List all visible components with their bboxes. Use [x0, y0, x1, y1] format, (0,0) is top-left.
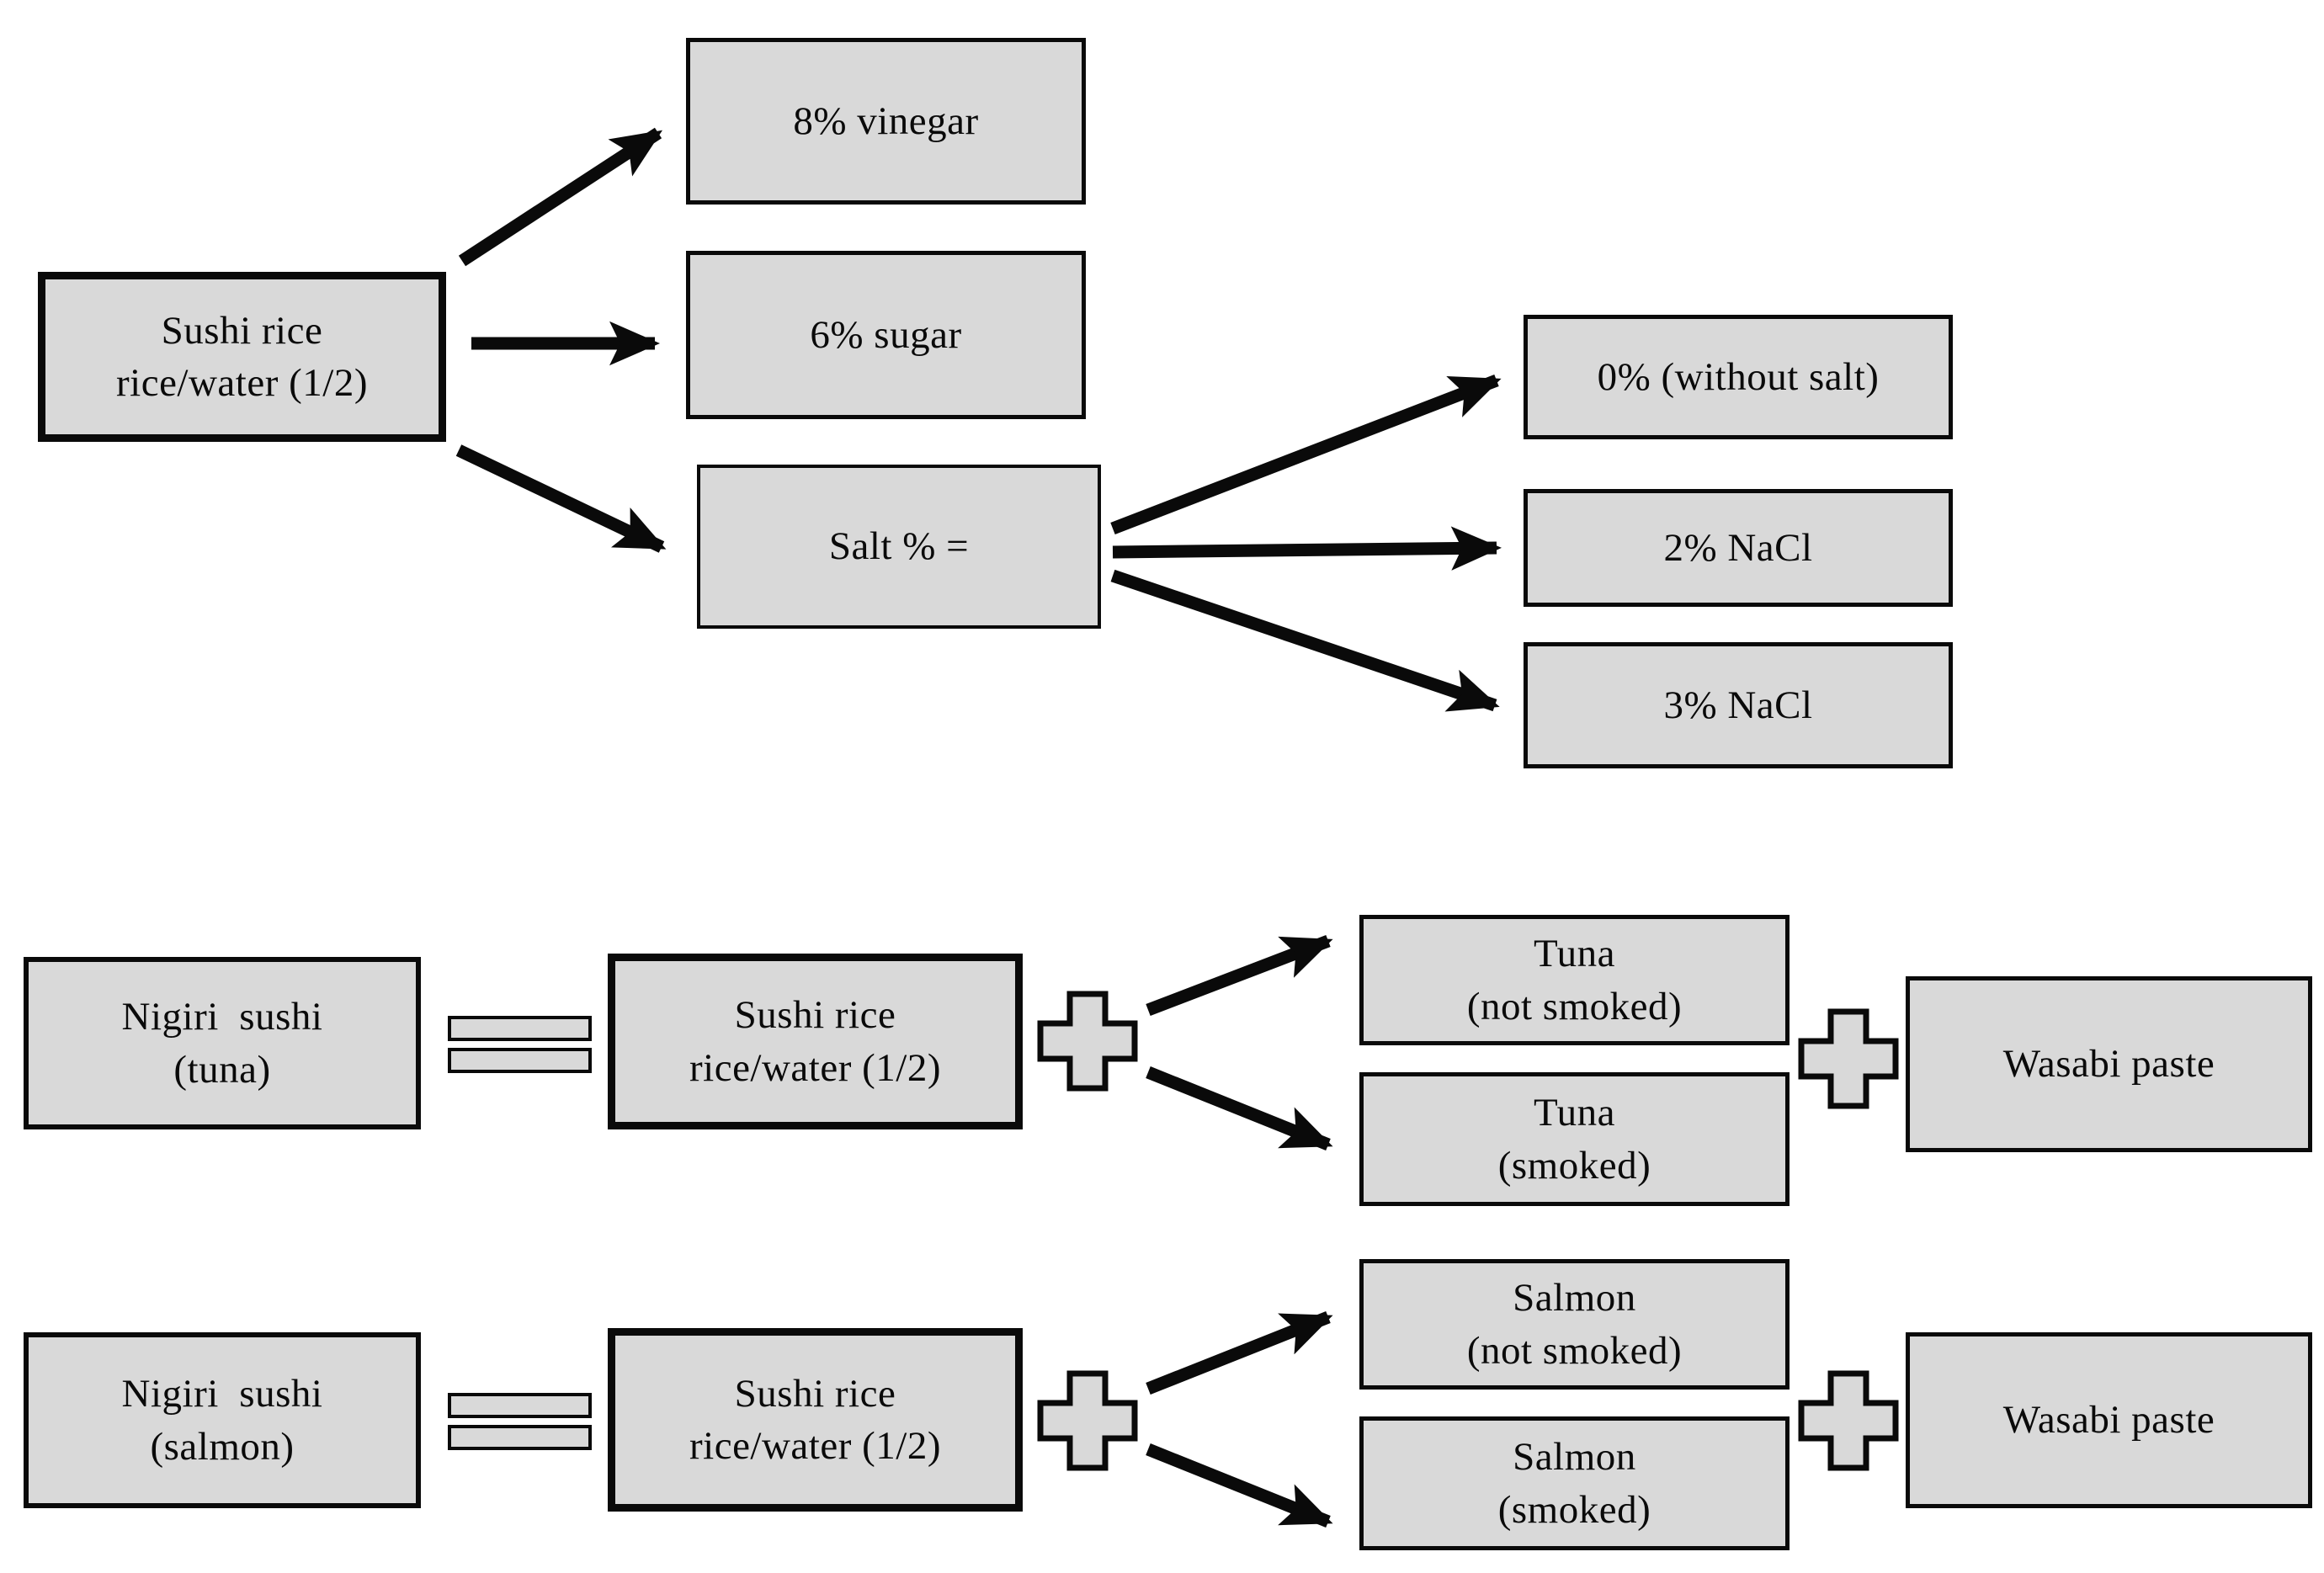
- node-label: Salt % =: [828, 524, 970, 569]
- node-salt: Salt % =: [697, 465, 1101, 629]
- plus-icon: [1798, 1008, 1899, 1109]
- node-label: Salmon (smoked): [1497, 1435, 1651, 1532]
- node-label: Tuna (smoked): [1497, 1091, 1651, 1188]
- node-salt-3pct: 3% NaCl: [1524, 642, 1953, 768]
- arrow-salt-to-2pct: [1112, 526, 1502, 571]
- node-label: 8% vinegar: [793, 98, 979, 143]
- node-nigiri-salmon: Nigiri sushi (salmon): [24, 1332, 421, 1508]
- equals-icon: [448, 1425, 592, 1450]
- node-tuna-not-smoked: Tuna (not smoked): [1359, 915, 1790, 1045]
- node-label: Nigiri sushi (salmon): [121, 1372, 323, 1469]
- node-label: 0% (without salt): [1597, 354, 1880, 399]
- node-label: 2% NaCl: [1663, 525, 1813, 570]
- node-wasabi-tuna: Wasabi paste: [1906, 976, 2312, 1152]
- arrow-root-to-salt: [455, 444, 667, 553]
- node-label: 6% sugar: [810, 312, 962, 357]
- node-label: Tuna (not smoked): [1466, 932, 1683, 1028]
- node-vinegar: 8% vinegar: [686, 38, 1086, 205]
- arrow-plus-to-tuna-smoked: [1146, 1066, 1333, 1151]
- node-label: Sushi rice rice/water (1/2): [689, 1371, 941, 1468]
- arrow-root-to-vinegar: [458, 127, 663, 267]
- node-label: Wasabi paste: [2002, 1042, 2215, 1087]
- node-wasabi-salmon: Wasabi paste: [1906, 1332, 2312, 1508]
- arrow-salt-to-3pct: [1110, 569, 1500, 712]
- node-label: Sushi rice rice/water (1/2): [116, 308, 368, 405]
- arrow-plus-to-tuna-not: [1146, 934, 1333, 1017]
- equals-icon: [448, 1016, 592, 1041]
- node-label: 3% NaCl: [1663, 683, 1813, 727]
- plus-icon: [1037, 991, 1138, 1092]
- equals-icon: [448, 1048, 592, 1073]
- node-salt-0pct: 0% (without salt): [1524, 315, 1953, 439]
- node-sushi-rice-tuna: Sushi rice rice/water (1/2): [608, 954, 1023, 1129]
- node-label: Wasabi paste: [2002, 1398, 2215, 1443]
- plus-icon: [1798, 1370, 1899, 1471]
- node-tuna-smoked: Tuna (smoked): [1359, 1072, 1790, 1206]
- plus-icon: [1037, 1370, 1138, 1471]
- node-salmon-smoked: Salmon (smoked): [1359, 1416, 1790, 1550]
- node-label: Salmon (not smoked): [1466, 1276, 1683, 1373]
- node-salmon-not-smoked: Salmon (not smoked): [1359, 1259, 1790, 1390]
- equals-icon: [448, 1393, 592, 1418]
- arrow-salt-to-0pct: [1110, 375, 1502, 534]
- node-label: Sushi rice rice/water (1/2): [689, 993, 941, 1090]
- arrow-plus-to-salmon-smoked: [1146, 1443, 1333, 1528]
- node-sushi-rice-salmon: Sushi rice rice/water (1/2): [608, 1328, 1023, 1512]
- node-salt-2pct: 2% NaCl: [1524, 489, 1953, 607]
- node-nigiri-tuna: Nigiri sushi (tuna): [24, 957, 421, 1129]
- arrow-plus-to-salmon-not: [1146, 1311, 1333, 1395]
- node-label: Nigiri sushi (tuna): [121, 995, 323, 1092]
- node-sushi-rice-root: Sushi rice rice/water (1/2): [38, 272, 446, 442]
- node-sugar: 6% sugar: [686, 251, 1086, 419]
